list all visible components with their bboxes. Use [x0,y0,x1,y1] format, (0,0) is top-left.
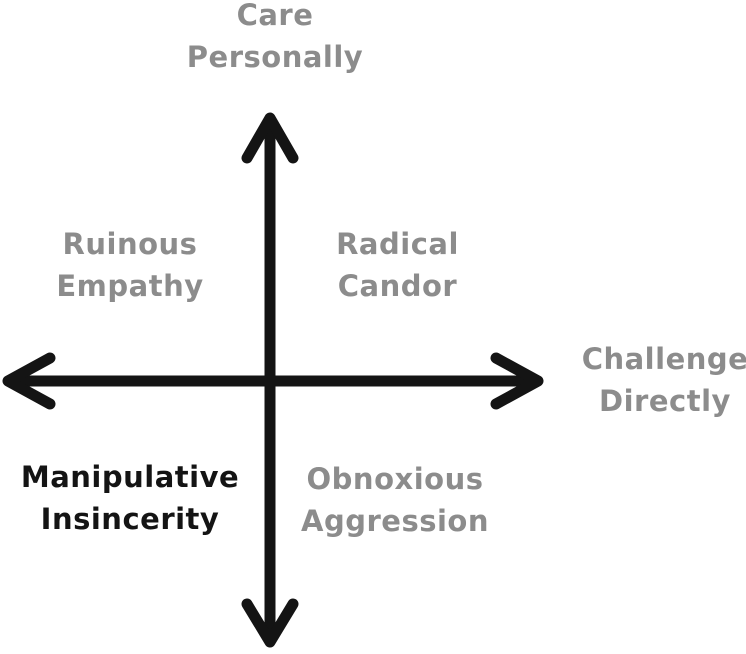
axis-label-challenge-directly-line1: Challenge [581,342,746,376]
quadrant-radical-candor-line2: Candor [337,269,458,303]
axis-label-care-personally-line1: Care [236,0,314,32]
quadrant-obnoxious-aggression-line2: Aggression [301,504,489,538]
quadrant-ruinous-empathy-line1: Ruinous [62,227,198,261]
quadrant-obnoxious-aggression-line1: Obnoxious [306,462,484,496]
quadrant-ruinous-empathy-line2: Empathy [56,269,204,303]
arrowhead-down-icon [241,598,299,648]
arrowhead-up-icon [241,112,299,164]
quadrant-manipulative-insincerity-line2: Insincerity [40,502,220,536]
axis-label-challenge-directly: Challenge Directly [570,338,746,422]
axis-label-challenge-directly-line2: Directly [599,384,731,418]
quadrant-obnoxious-aggression: Obnoxious Aggression [290,458,500,542]
quadrant-manipulative-insincerity: Manipulative Insincerity [10,456,250,540]
arrowhead-left-icon [2,352,56,410]
arrowhead-right-icon [490,352,544,410]
axis-label-care-personally-line2: Personally [186,40,364,74]
quadrant-radical-candor-line1: Radical [336,227,459,261]
quadrant-manipulative-insincerity-line1: Manipulative [20,460,240,494]
quadrant-radical-candor: Radical Candor [300,223,495,307]
axis-label-care-personally: Care Personally [160,0,390,78]
quadrant-ruinous-empathy: Ruinous Empathy [30,223,230,307]
